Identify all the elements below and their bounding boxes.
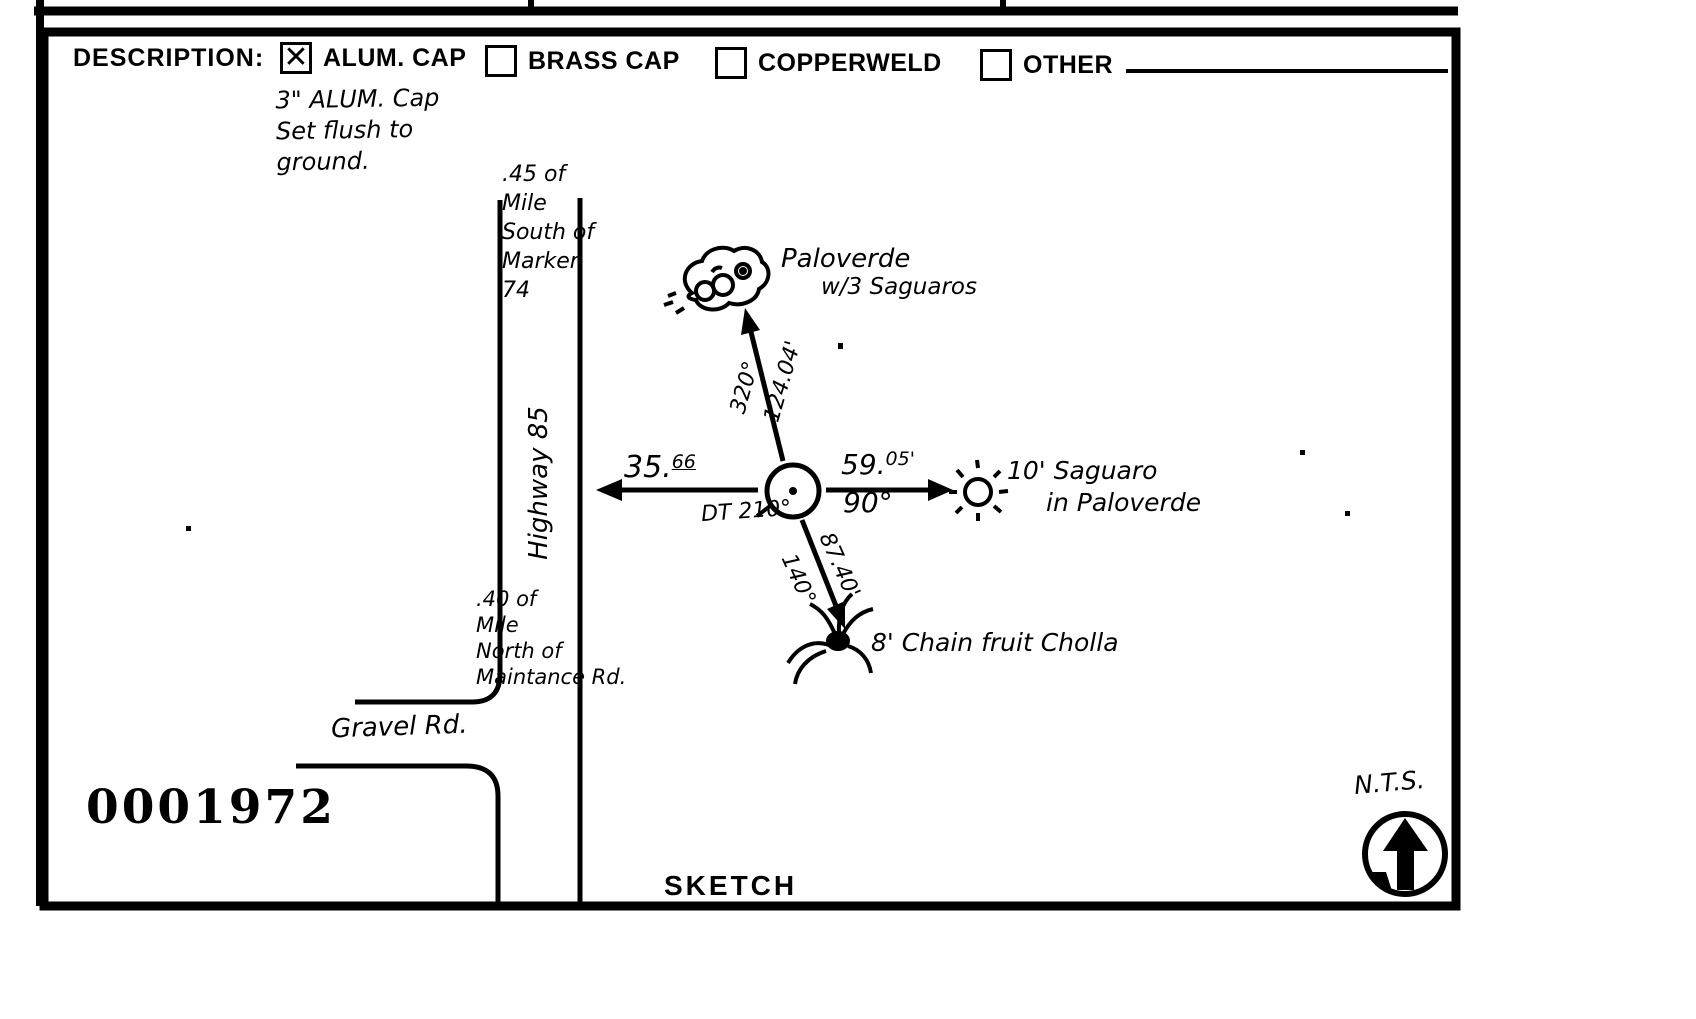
option-copperweld: COPPERWELD	[715, 47, 942, 79]
scale-note: N.T.S.	[1352, 764, 1426, 801]
stamp-number: 0001972	[86, 780, 336, 835]
gravel-road-label: Gravel Rd.	[330, 709, 468, 745]
hwy-tie-distance: 35.66	[624, 450, 696, 485]
other-blank-field[interactable]	[1126, 42, 1448, 73]
top-table-remnant	[34, 0, 1458, 16]
east-tie-distance-main: 59.	[841, 448, 886, 481]
mile-north-note: .40 of Mile North of Maintance Rd.	[476, 587, 627, 689]
east-tie-bearing: 90°	[843, 486, 893, 519]
frame-border	[39, 27, 1461, 911]
cap-description-note: 3" ALUM. Cap Set flush to ground.	[275, 83, 440, 177]
highway-label: Highway 85	[524, 406, 554, 560]
hwy-tie-distance-main: 35.	[624, 450, 672, 485]
monument-symbol	[764, 462, 822, 520]
brass-cap-checkbox[interactable]	[485, 45, 517, 77]
saguaro-symbol	[949, 459, 1009, 521]
sketch-section-title: SKETCH	[664, 870, 798, 901]
saguaro-label-line1: 10' Saguaro	[1007, 456, 1158, 485]
option-alum-cap: ✕ ALUM. CAP	[280, 42, 466, 74]
tie-arrow-east	[826, 479, 953, 501]
option-other: OTHER	[980, 49, 1113, 81]
mile-south-note: .45 of Mile South of Marker 74	[502, 162, 595, 303]
east-tie-distance-sup: 05'	[885, 448, 915, 470]
east-tie-distance: 59.05'	[841, 448, 915, 481]
option-brass-cap: BRASS CAP	[485, 45, 680, 77]
alum-cap-label: ALUM. CAP	[323, 43, 467, 72]
other-checkbox[interactable]	[980, 49, 1012, 81]
scan-specks	[186, 343, 1350, 531]
hwy-tie-distance-sup: 66	[671, 451, 696, 473]
cholla-sketch	[786, 592, 874, 685]
cholla-label: 8' Chain fruit Cholla	[871, 628, 1119, 657]
copperweld-label: COPPERWELD	[758, 48, 942, 77]
paloverde-label-line1: Paloverde	[781, 244, 911, 274]
paloverde-sketch	[663, 245, 771, 315]
other-label: OTHER	[1023, 50, 1113, 79]
alum-cap-checkbox[interactable]: ✕	[280, 42, 312, 74]
north-arrow-icon	[1362, 811, 1448, 897]
hwy-tie-arrow	[596, 479, 758, 501]
description-label: DESCRIPTION:	[73, 44, 265, 72]
paloverde-label-line2: w/3 Saguaros	[821, 274, 977, 300]
tie-arrow-north	[741, 308, 786, 462]
brass-cap-label: BRASS CAP	[528, 46, 680, 75]
copperweld-checkbox[interactable]	[715, 47, 747, 79]
saguaro-label-line2: in Paloverde	[1046, 488, 1202, 517]
gravel-road-line	[296, 763, 501, 902]
highway-lines	[355, 198, 583, 902]
